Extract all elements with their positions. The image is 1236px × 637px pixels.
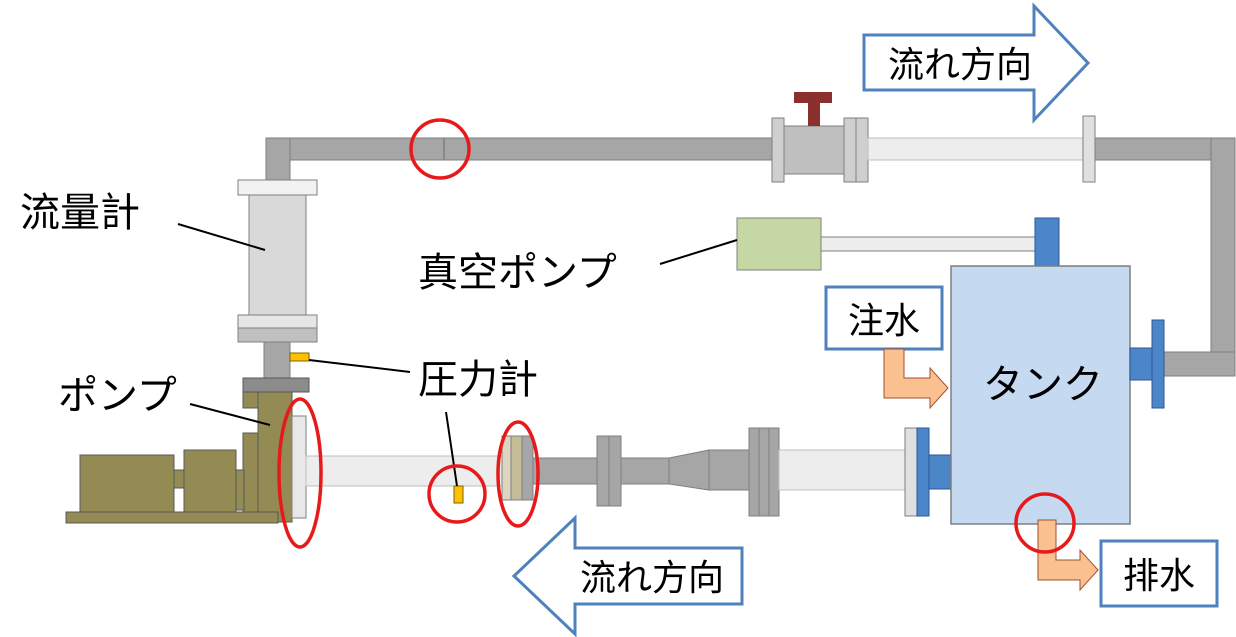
pump-inlet-flange [291,415,307,519]
motor-left [79,454,175,514]
flowmeter-label: 流量計 [20,190,140,236]
highlight-circle-top-joint [409,118,471,180]
bottom-pipe-grey-1 [532,457,598,485]
tank-outlet-nozzle [928,454,952,490]
bottom-flange-g [758,427,770,517]
pump-label: ポンプ [58,373,177,419]
pump-unit [65,377,310,524]
water-inlet-label: 注水 [848,301,920,342]
pressure-gauge-label: 圧力計 [418,357,538,403]
bottom-flange-d [596,435,610,507]
return-pipe-to-tank [1162,351,1236,377]
drain-label: 排水 [1123,556,1195,597]
bottom-flange-f [748,427,760,517]
highlight-circle-drain [1014,492,1076,554]
vacuum-pump-body [736,217,822,271]
tank-body [950,265,1131,525]
flowmeter [237,179,318,381]
motor-shaft [173,469,185,489]
vacuum-pump-label: 真空ポンプ [418,250,617,296]
vacuum-pump-leader [659,239,738,265]
bottom-flange-h [768,427,780,517]
highlight-ellipse-flange [496,420,540,528]
tank-vacuum-port [1034,217,1060,267]
valve-handle [794,92,832,103]
valve-flange-right-b [855,117,869,183]
vacuum-pump [736,217,1060,271]
valve-flange-left [771,117,785,183]
pressure-gauge-callout: 圧力計 [308,357,538,487]
water-inlet: 注水 [824,285,949,410]
flow-direction-arrow-bottom: 流れ方向 [511,514,744,637]
top-pipe-clear-section [867,137,1085,161]
valve-body [783,125,845,175]
motor-right [183,449,237,514]
tank-label: タンク [983,362,1103,408]
flow-direction-label-bottom: 流れ方向 [580,558,724,599]
right-down-pipe [1210,137,1236,377]
water-inlet-box [824,285,944,351]
bottom-flange-c [521,435,534,501]
vacuum-pump-callout: 真空ポンプ [418,239,738,296]
tank-return-nozzle [1129,347,1153,381]
top-pipe-flange-right [1082,115,1096,183]
bottom-pipe-clear-right [778,449,906,491]
pump-outlet-pipe [263,341,291,381]
highlight-markers [277,118,1076,554]
top-pipeline [265,92,1236,377]
coupling-guard [235,469,245,511]
valve-flange-right-a [843,117,857,183]
bottom-flange-e [608,435,622,507]
pump-base [65,511,279,524]
highlight-ellipse-pump-inlet [277,397,323,549]
top-pipe-elbow-left [265,137,291,183]
pump-leader [189,403,271,426]
flowmeter-body [248,194,307,316]
bottom-pipe-grey-2 [620,457,670,485]
drain-box [1099,539,1219,608]
flow-direction-label-top: 流れ方向 [888,45,1032,86]
pump-callout: ポンプ [58,373,271,426]
pump-bracket [242,432,259,523]
drain-arrow-icon [1037,519,1099,592]
pump-outlet-flange [242,377,310,393]
pressure-gauge-leader-upper [308,359,411,373]
flowmeter-cap-top [237,179,318,196]
flowmeter-callout: 流量計 [20,190,266,251]
bottom-flange-b [510,435,523,501]
tank: タンク [950,265,1165,525]
water-inlet-arrow-icon [883,348,949,410]
flowmeter-leader [177,223,266,251]
top-pipe-left [265,137,777,161]
bottom-flange-a [501,435,512,501]
flow-direction-arrow-top: 流れ方向 [862,2,1091,124]
flowmeter-cap-bottom-a [237,314,318,329]
vacuum-line [820,236,1036,252]
bottom-pipe-clear-left [305,455,503,487]
flowmeter-cap-bottom-b [237,327,318,343]
bottom-pipeline [305,427,952,517]
pressure-gauge-leader-lower [445,411,458,487]
drain: 排水 [1037,519,1219,608]
bottom-pipe-wide [708,449,750,491]
pressure-sensor-outlet [289,352,310,362]
tank-outlet-flange-a [904,427,918,517]
tank-return-flange [1151,319,1165,409]
highlight-circle-pressure-sensor [427,464,487,524]
reducer [668,449,710,491]
pressure-sensor-inlet [453,485,464,504]
tank-outlet-flange-b [916,427,930,517]
valve-stem [808,100,820,126]
